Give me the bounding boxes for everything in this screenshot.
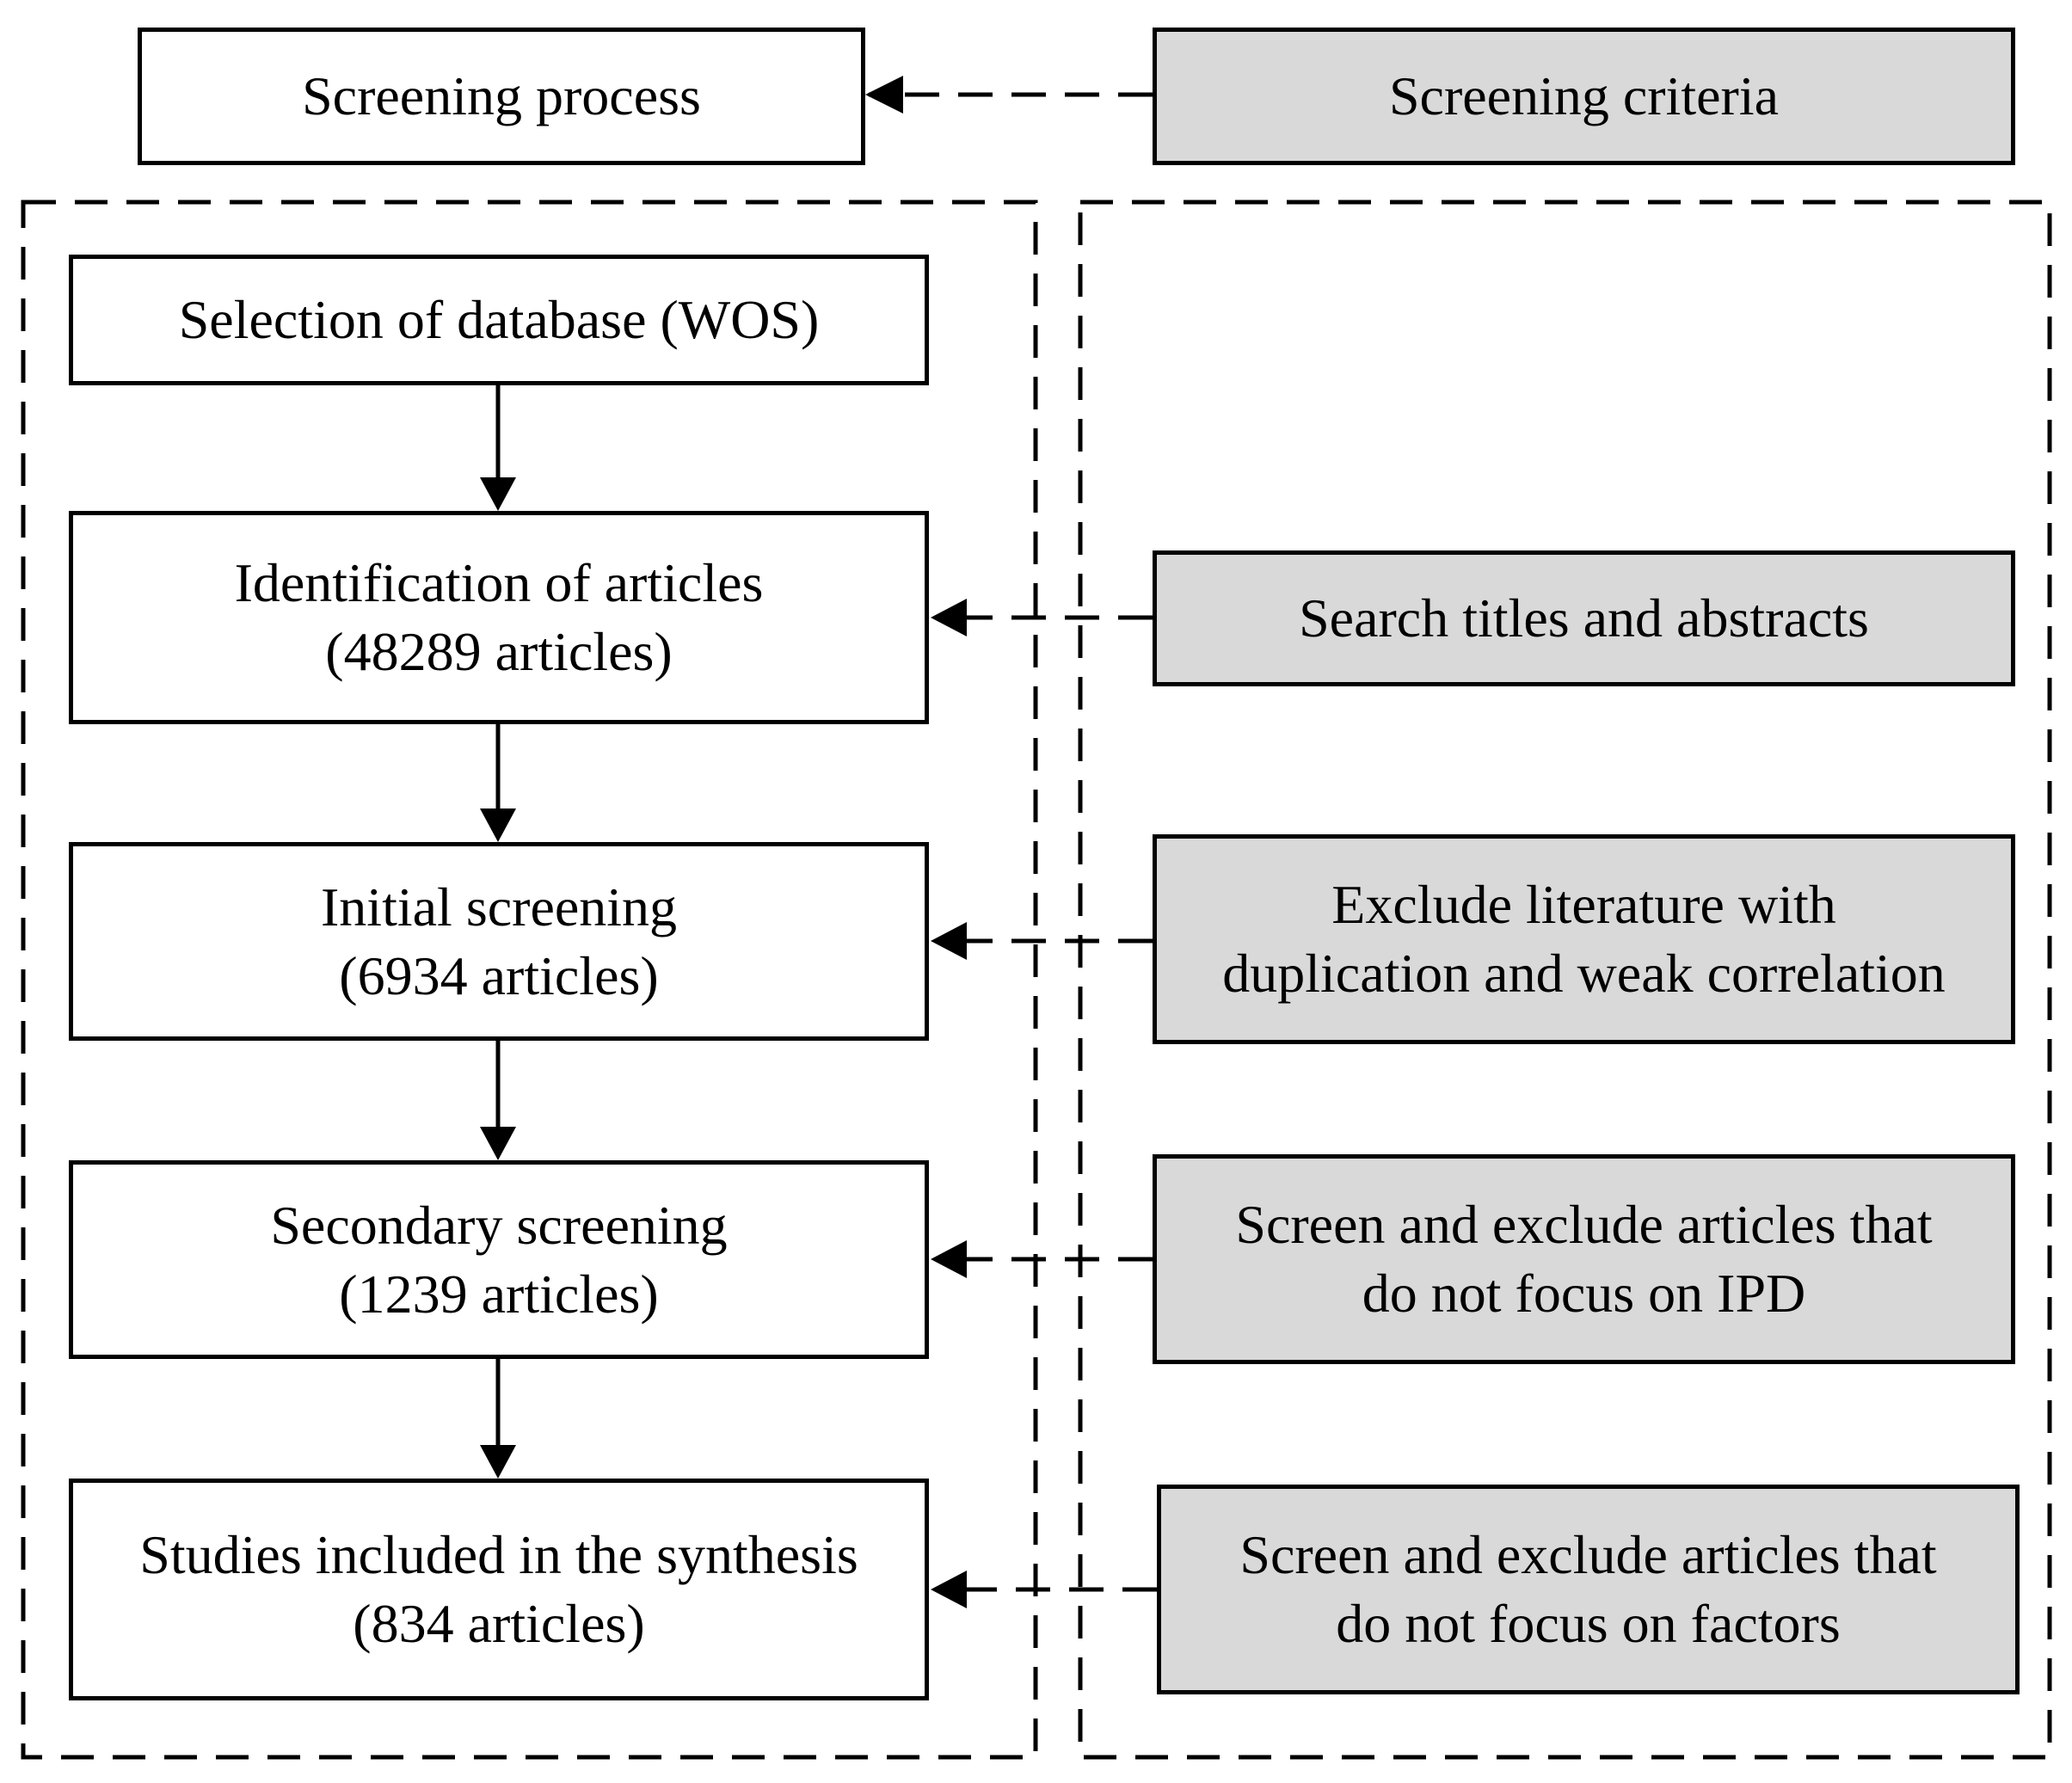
process-step-label: Secondary screening xyxy=(270,1194,728,1256)
criteria-exclude-non-ipd: Screen and exclude articles that do not … xyxy=(1153,1154,2015,1364)
criteria-arrow-4 xyxy=(931,1571,1157,1608)
flow-arrow-1 xyxy=(480,385,516,511)
process-step-count: (6934 articles) xyxy=(339,944,659,1006)
criteria-group-frame xyxy=(1078,200,2052,1760)
criteria-label: Screen and exclude articles that xyxy=(1239,1524,1937,1585)
header-arrowhead xyxy=(865,76,903,114)
screening-criteria-header: Screening criteria xyxy=(1153,28,2015,165)
process-step-identification: Identification of articles (48289 articl… xyxy=(69,511,929,724)
criteria-label: do not focus on IPD xyxy=(1362,1263,1806,1324)
criteria-exclude-non-factors: Screen and exclude articles that do not … xyxy=(1157,1485,2020,1694)
criteria-label: Screen and exclude articles that xyxy=(1235,1194,1933,1255)
process-step-included-studies: Studies included in the synthesis (834 a… xyxy=(69,1479,929,1700)
process-step-label: Selection of database (WOS) xyxy=(178,289,820,350)
process-step-label: Identification of articles xyxy=(234,552,764,613)
criteria-label: Search titles and abstracts xyxy=(1299,587,1869,649)
process-step-label: Studies included in the synthesis xyxy=(139,1524,858,1585)
criteria-label: do not focus on factors xyxy=(1336,1593,1841,1654)
criteria-search-titles: Search titles and abstracts xyxy=(1153,550,2015,686)
criteria-label: duplication and weak correlation xyxy=(1222,943,1946,1004)
process-step-count: (1239 articles) xyxy=(339,1263,659,1325)
process-step-count: (834 articles) xyxy=(353,1593,645,1654)
screening-process-header: Screening process xyxy=(138,28,865,165)
flow-arrow-4 xyxy=(480,1359,516,1479)
screening-criteria-header-label: Screening criteria xyxy=(1388,65,1780,126)
criteria-arrow-3 xyxy=(931,1240,1153,1278)
process-step-count: (48289 articles) xyxy=(325,621,673,682)
process-step-label: Initial screening xyxy=(320,876,678,938)
screening-process-header-label: Screening process xyxy=(302,65,701,126)
process-group-frame xyxy=(21,200,1038,1760)
flow-arrow-2 xyxy=(480,724,516,842)
criteria-arrow-2 xyxy=(931,922,1153,960)
process-step-secondary-screening: Secondary screening (1239 articles) xyxy=(69,1160,929,1359)
process-step-initial-screening: Initial screening (6934 articles) xyxy=(69,842,929,1041)
criteria-label: Exclude literature with xyxy=(1331,874,1836,935)
criteria-arrow-1 xyxy=(931,599,1153,636)
flow-arrow-3 xyxy=(480,1041,516,1160)
process-step-database: Selection of database (WOS) xyxy=(69,255,929,385)
criteria-exclude-duplication: Exclude literature with duplication and … xyxy=(1153,834,2015,1044)
